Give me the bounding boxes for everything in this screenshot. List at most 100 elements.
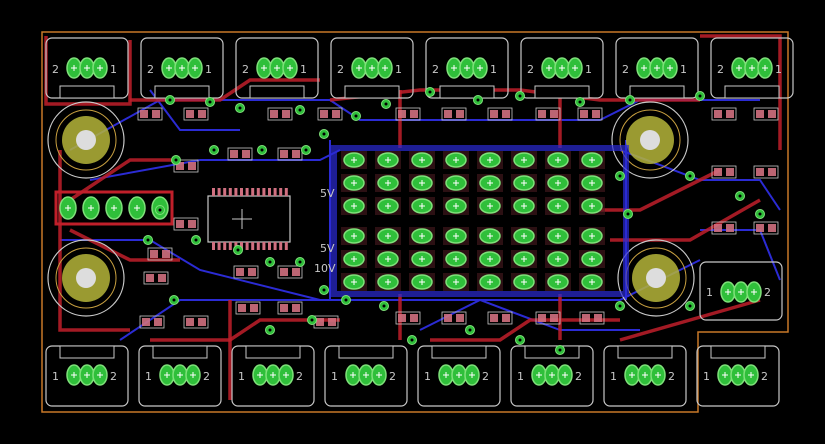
side-connector-label-1: 1 — [706, 286, 713, 299]
ic-pin — [256, 242, 260, 250]
smd-pad — [188, 220, 196, 228]
smd-pad — [410, 314, 418, 322]
smd-pad — [248, 268, 256, 276]
top-connector-label-2: 2 — [52, 63, 59, 76]
ic-pin — [268, 188, 271, 196]
ic-pin — [212, 188, 215, 196]
smd-pad — [538, 314, 546, 322]
ic-pin — [262, 188, 266, 196]
top-connector-label-2: 2 — [337, 63, 344, 76]
smd-pad — [714, 168, 722, 176]
bottom-connector-label-1: 1 — [331, 370, 338, 383]
smd-pad — [282, 110, 290, 118]
side-connector-label-2: 2 — [764, 286, 771, 299]
mounting-hole-drill — [76, 268, 96, 288]
top-trace — [150, 318, 340, 342]
top-trace — [610, 198, 761, 242]
smd-pad — [714, 224, 722, 232]
smd-pad — [410, 110, 418, 118]
top-connector-label-2: 2 — [432, 63, 439, 76]
smd-pad — [280, 150, 288, 158]
smd-pad — [490, 314, 498, 322]
smd-pad — [768, 224, 776, 232]
smd-pad — [726, 168, 734, 176]
bottom-connector-label-1: 1 — [517, 370, 524, 383]
bottom-connector-label-1: 1 — [424, 370, 431, 383]
smd-components — [137, 107, 779, 329]
smd-pad — [714, 110, 722, 118]
top-connector-label-1: 1 — [205, 63, 212, 76]
smd-pad — [502, 314, 510, 322]
top-connector-label-1: 1 — [395, 63, 402, 76]
top-connector-label-1: 1 — [680, 63, 687, 76]
smd-pad — [140, 110, 148, 118]
ic-pin — [284, 188, 288, 196]
ic-pin — [256, 188, 260, 196]
smd-pad — [456, 314, 464, 322]
bottom-connector-label-2: 2 — [761, 370, 768, 383]
ic-pin — [273, 188, 277, 196]
smd-pad — [582, 314, 590, 322]
smd-pad — [756, 168, 764, 176]
smd-pad — [332, 110, 340, 118]
smd-pad — [280, 304, 288, 312]
smd-pad — [162, 250, 170, 258]
smd-pad — [242, 150, 250, 158]
board-outline — [41, 31, 789, 413]
smd-pad — [580, 110, 588, 118]
ic-pin — [240, 242, 243, 250]
smd-pad — [398, 110, 406, 118]
bottom-connector-label-1: 1 — [52, 370, 59, 383]
smd-pad — [726, 224, 734, 232]
vias — [143, 87, 765, 355]
smd-pad — [502, 110, 510, 118]
top-connector-label-1: 1 — [775, 63, 782, 76]
smd-pad — [594, 314, 602, 322]
ic-pin — [228, 242, 232, 250]
smd-pad — [592, 110, 600, 118]
ic-pin — [251, 188, 255, 196]
ic-pin — [279, 188, 283, 196]
smd-pad — [316, 318, 324, 326]
smd-pad — [756, 110, 764, 118]
ic-pin — [251, 242, 255, 250]
smd-pad — [158, 274, 166, 282]
ic-pin — [273, 242, 277, 250]
bottom-connector-label-2: 2 — [668, 370, 675, 383]
smd-pad — [328, 318, 336, 326]
bottom-trace — [619, 149, 781, 211]
bottom-connector-label-2: 2 — [203, 370, 210, 383]
mounting-hole-drill — [76, 130, 96, 150]
bottom-connector-label-2: 2 — [296, 370, 303, 383]
ic-pin — [228, 188, 232, 196]
smd-pad — [538, 110, 546, 118]
smd-pad — [176, 220, 184, 228]
smd-pad — [292, 150, 300, 158]
top-connector-label-2: 2 — [527, 63, 534, 76]
smd-pad — [188, 162, 196, 170]
smd-pad — [550, 110, 558, 118]
smd-pad — [198, 110, 206, 118]
bottom-connector-label-2: 2 — [389, 370, 396, 383]
mounting-hole-drill — [640, 130, 660, 150]
rail-label-10v: 10V — [314, 262, 336, 275]
smd-pad — [726, 110, 734, 118]
ic-pin — [262, 242, 266, 250]
bottom-trace — [149, 89, 240, 131]
smd-pad — [250, 304, 258, 312]
smd-pad — [152, 110, 160, 118]
smd-pad — [198, 318, 206, 326]
bottom-connector-label-2: 2 — [110, 370, 117, 383]
bottom-connector-label-1: 1 — [703, 370, 710, 383]
rail-label-5v-a: 5V — [320, 187, 335, 200]
top-connector-label-2: 2 — [147, 63, 154, 76]
bottom-connector-label-2: 2 — [575, 370, 582, 383]
top-trace — [600, 168, 721, 212]
ic-pin — [223, 188, 227, 196]
smd-pad — [154, 318, 162, 326]
smd-pad — [186, 318, 194, 326]
top-connector-label-2: 2 — [622, 63, 629, 76]
smd-pad — [238, 304, 246, 312]
